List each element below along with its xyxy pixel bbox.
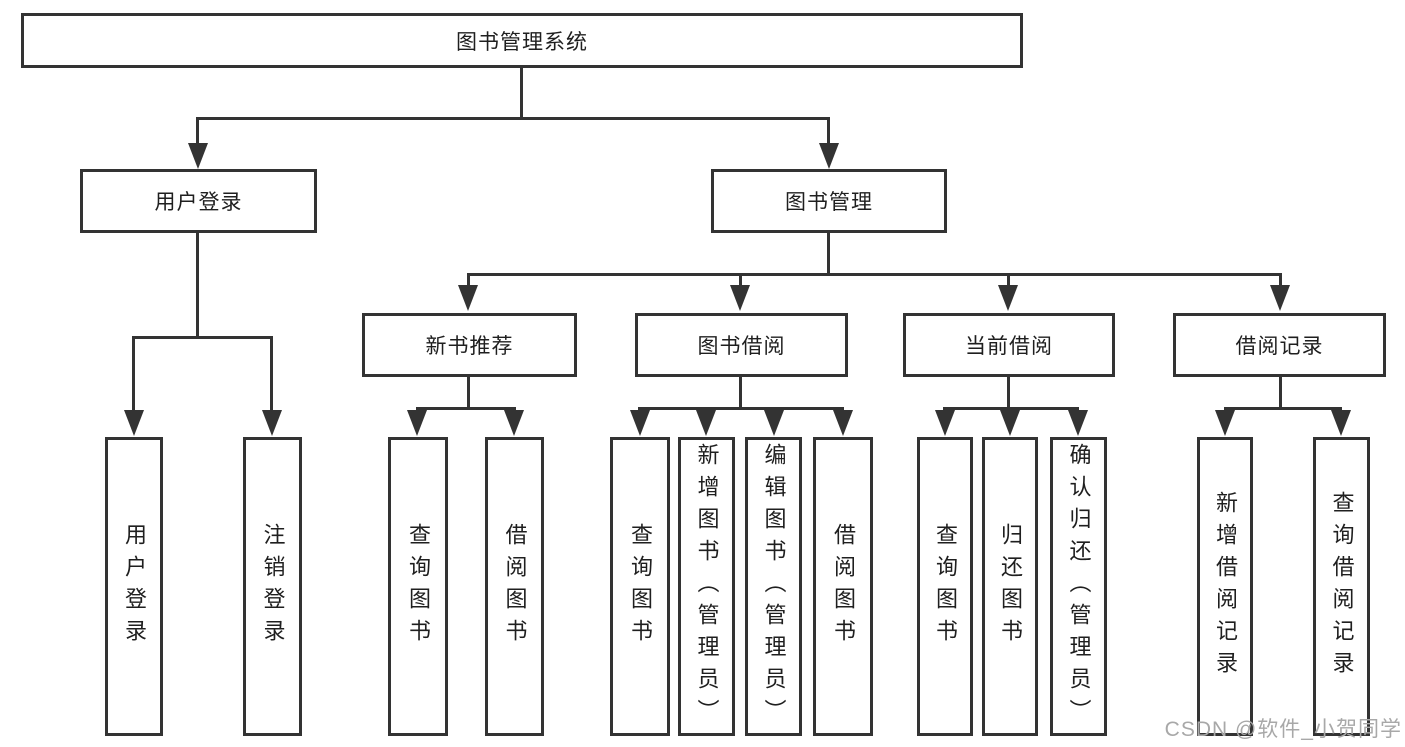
arrow-down-icon xyxy=(262,410,282,436)
node-user-login: 用户登录 xyxy=(80,169,317,233)
connector-bar xyxy=(1224,407,1342,410)
connector-bar xyxy=(943,407,1079,410)
arrow-down-icon xyxy=(1331,410,1351,436)
leaf-query-books-current: 查询图书 xyxy=(917,437,973,736)
arrow-down-icon xyxy=(1000,410,1020,436)
leaf-query-books-recommend: 查询图书 xyxy=(388,437,448,736)
leaf-label: 新增借阅记录 xyxy=(1213,490,1238,683)
leaf-confirm-return-admin: 确认归还（管理员） xyxy=(1050,437,1107,736)
leaf-borrow-books-recommend: 借阅图书 xyxy=(485,437,544,736)
arrow-down-icon xyxy=(1215,410,1235,436)
connector-drop-new-book xyxy=(467,273,470,287)
node-root-label: 图书管理系统 xyxy=(456,30,588,54)
connector-drop-current-borrow xyxy=(1007,273,1010,287)
arrow-down-icon xyxy=(696,410,716,436)
connector-user-login-stub xyxy=(196,233,199,338)
arrow-down-icon xyxy=(504,410,524,436)
leaf-query-borrow-record: 查询借阅记录 xyxy=(1313,437,1370,736)
node-new-book-recommend: 新书推荐 xyxy=(362,313,577,377)
leaf-edit-books-admin: 编辑图书（管理员） xyxy=(745,437,802,736)
connector-bar xyxy=(638,407,844,410)
arrow-down-icon xyxy=(1270,285,1290,311)
arrow-down-icon xyxy=(188,143,208,169)
leaf-query-books-borrow: 查询图书 xyxy=(610,437,670,736)
connector-user-login-bar xyxy=(132,336,273,339)
arrow-down-icon xyxy=(458,285,478,311)
leaf-return-books: 归还图书 xyxy=(982,437,1038,736)
node-new-book-recommend-label: 新书推荐 xyxy=(425,335,514,358)
leaf-label: 新增图书（管理员） xyxy=(694,442,720,731)
arrow-down-icon xyxy=(407,410,427,436)
leaf-label: 确认归还（管理员） xyxy=(1066,442,1092,731)
arrow-down-icon xyxy=(1068,410,1088,436)
leaf-user-login: 用户登录 xyxy=(105,437,163,736)
leaf-label: 查询图书 xyxy=(933,522,958,651)
connector-drop-user-login xyxy=(196,117,199,145)
node-root: 图书管理系统 xyxy=(21,13,1023,68)
node-book-borrow: 图书借阅 xyxy=(635,313,848,377)
arrow-down-icon xyxy=(819,143,839,169)
connector-stub xyxy=(467,377,470,409)
leaf-label: 编辑图书（管理员） xyxy=(761,442,787,731)
leaf-label: 查询借阅记录 xyxy=(1329,490,1355,683)
leaf-label: 归还图书 xyxy=(998,522,1023,651)
arrow-down-icon xyxy=(935,410,955,436)
connector-bar xyxy=(416,407,516,410)
csdn-watermark: CSDN @软件_小贺同学 xyxy=(1164,718,1402,741)
connector-level1-bar xyxy=(196,117,830,120)
connector-root-stub xyxy=(520,66,523,119)
leaf-logout: 注销登录 xyxy=(243,437,302,736)
arrow-down-icon xyxy=(730,285,750,311)
node-book-management: 图书管理 xyxy=(711,169,947,233)
connector-drop-book-management xyxy=(827,117,830,145)
node-current-borrow: 当前借阅 xyxy=(903,313,1115,377)
connector-drop-leaf xyxy=(270,336,273,412)
connector-level3-bar xyxy=(467,273,1281,276)
arrow-down-icon xyxy=(630,410,650,436)
connector-book-management-stub xyxy=(827,233,830,275)
node-current-borrow-label: 当前借阅 xyxy=(965,335,1053,358)
leaf-label: 借阅图书 xyxy=(502,522,528,651)
connector-drop-borrow-records xyxy=(1279,273,1282,287)
connector-drop-book-borrow xyxy=(739,273,742,287)
connector-stub xyxy=(1279,377,1282,409)
leaf-add-borrow-record: 新增借阅记录 xyxy=(1197,437,1253,736)
node-book-management-label: 图书管理 xyxy=(785,191,873,214)
leaf-add-books-admin: 新增图书（管理员） xyxy=(678,437,735,736)
node-borrow-records: 借阅记录 xyxy=(1173,313,1386,377)
leaf-label: 用户登录 xyxy=(122,522,147,651)
arrow-down-icon xyxy=(998,285,1018,311)
arrow-down-icon xyxy=(124,410,144,436)
leaf-label: 借阅图书 xyxy=(831,522,856,651)
connector-stub xyxy=(739,377,742,409)
leaf-label: 查询图书 xyxy=(406,522,431,651)
node-user-login-label: 用户登录 xyxy=(154,191,243,214)
leaf-label: 查询图书 xyxy=(628,522,653,651)
connector-stub xyxy=(1007,377,1010,409)
arrow-down-icon xyxy=(764,410,784,436)
arrow-down-icon xyxy=(833,410,853,436)
connector-drop-leaf xyxy=(132,336,135,412)
leaf-borrow-books: 借阅图书 xyxy=(813,437,873,736)
node-borrow-records-label: 借阅记录 xyxy=(1235,335,1324,358)
node-book-borrow-label: 图书借阅 xyxy=(697,335,786,358)
leaf-label: 注销登录 xyxy=(260,522,286,651)
